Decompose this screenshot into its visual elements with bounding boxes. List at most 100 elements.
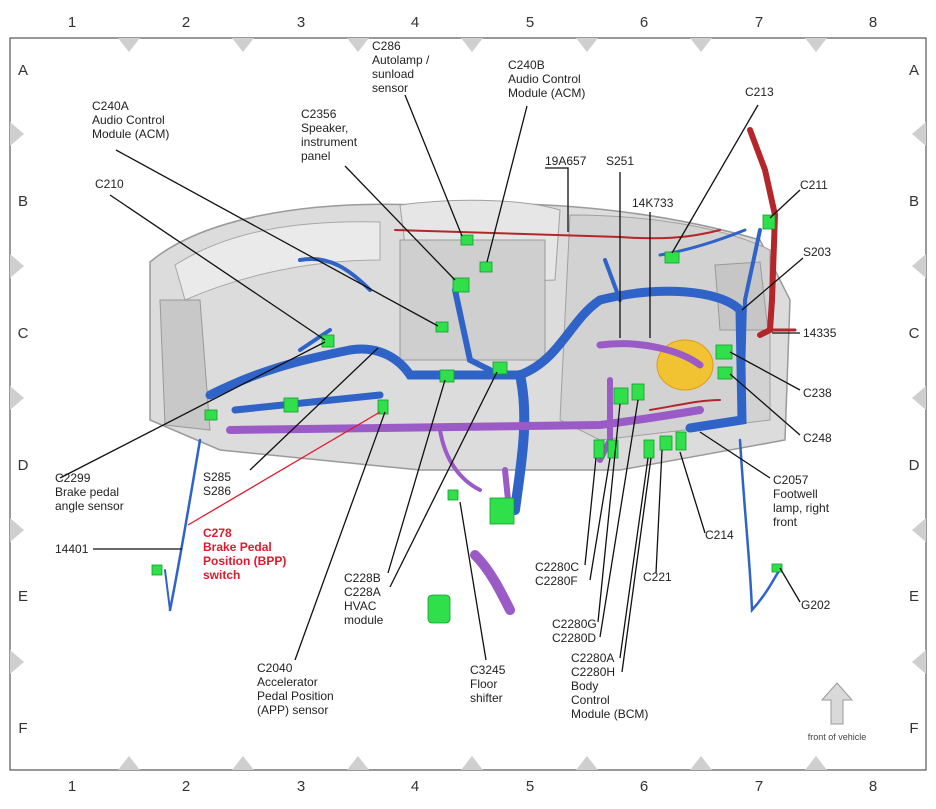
- label-c240a-2: Audio Control: [92, 113, 165, 127]
- connector-c286: [460, 234, 474, 246]
- label-c228-3: HVAC: [344, 599, 377, 613]
- grid-col-3-bottom: 3: [297, 778, 305, 795]
- label-c228-2: C228A: [344, 585, 381, 599]
- connector-c238: [715, 344, 733, 360]
- label-c228-1: C228B: [344, 571, 381, 585]
- label-14401: 14401: [55, 542, 89, 556]
- grid-col-7-bottom: 7: [755, 778, 763, 795]
- connectors: [151, 214, 783, 624]
- grid-col-6: 6: [640, 14, 648, 31]
- label-c2280g: C2280G: [552, 617, 597, 631]
- grid-col-4: 4: [411, 14, 419, 31]
- connector-c210: [321, 334, 335, 348]
- connector-c228a: [492, 361, 508, 375]
- grid-col-2-bottom: 2: [182, 778, 190, 795]
- label-c2040-3: Pedal Position: [257, 689, 334, 703]
- label-c278: C278 Brake Pedal Position (BPP) switch: [203, 526, 286, 582]
- connector-c248: [717, 366, 733, 380]
- grid-columns-bottom: 1 2 3 4 5 6 7 8: [68, 778, 877, 795]
- label-c2057-3: lamp, right: [773, 501, 830, 515]
- grid-row-e: E: [18, 588, 28, 605]
- label-c286-4: sensor: [372, 81, 408, 95]
- label-c2040-4: (APP) sensor: [257, 703, 328, 717]
- label-c278-4: switch: [203, 568, 240, 582]
- connector-g202: [771, 563, 783, 573]
- label-c210: C210: [95, 177, 124, 191]
- label-c228: C228B C228A HVAC module: [344, 571, 384, 627]
- grid-col-1: 1: [68, 14, 76, 31]
- label-s285-1: S285: [203, 470, 231, 484]
- grid-col-7: 7: [755, 14, 763, 31]
- label-bcm-1: Body: [571, 679, 598, 693]
- label-s251: S251: [606, 154, 634, 168]
- connector-c2280g: [613, 387, 629, 405]
- front-of-vehicle-indicator: front of vehicle: [808, 682, 867, 742]
- label-c221: C221: [643, 570, 672, 584]
- grid-rows-left: A B C D E F: [18, 62, 29, 737]
- grid-row-a-right: A: [909, 62, 919, 79]
- label-c2040-1: C2040: [257, 661, 293, 675]
- grid-markers: [10, 38, 926, 770]
- label-c2299-1: C2299: [55, 471, 91, 485]
- label-c278-2: Brake Pedal: [203, 540, 272, 554]
- label-c3245-3: shifter: [470, 691, 503, 705]
- label-c2356: C2356 Speaker, instrument panel: [301, 107, 358, 163]
- label-c2356-4: panel: [301, 149, 330, 163]
- grid-row-f: F: [18, 720, 27, 737]
- connector-c211: [762, 214, 776, 230]
- grid-col-4-bottom: 4: [411, 778, 419, 795]
- label-c2280c: C2280C: [535, 560, 579, 574]
- grid-row-e-right: E: [909, 588, 919, 605]
- harness-blue: [164, 228, 782, 614]
- label-c2299: C2299 Brake pedal angle sensor: [55, 471, 124, 513]
- connector-c3245: [427, 594, 451, 624]
- connector-c278: [377, 399, 389, 415]
- label-c286-3: sunload: [372, 67, 414, 81]
- grid-rows-right: A B C D E F: [909, 62, 920, 737]
- label-bcm-2: Control: [571, 693, 610, 707]
- label-c2280d: C2280D: [552, 631, 596, 645]
- label-c2356-3: instrument: [301, 135, 358, 149]
- label-c286-2: Autolamp /: [372, 53, 430, 67]
- label-c2299-2: Brake pedal: [55, 485, 119, 499]
- label-s285: S285 S286: [203, 470, 231, 498]
- label-c228-4: module: [344, 613, 384, 627]
- label-c2057: C2057 Footwell lamp, right front: [773, 473, 830, 529]
- grid-col-5-bottom: 5: [526, 778, 534, 795]
- label-s203: S203: [803, 245, 831, 259]
- grid-row-a: A: [18, 62, 28, 79]
- connector-shifter: [447, 489, 459, 501]
- label-c240b-2: Audio Control: [508, 72, 581, 86]
- label-g202: G202: [801, 598, 831, 612]
- label-c2057-4: front: [773, 515, 798, 529]
- label-c2040: C2040 Accelerator Pedal Position (APP) s…: [257, 661, 334, 717]
- connector-c2280c: [593, 439, 605, 459]
- label-c2356-2: Speaker,: [301, 121, 348, 135]
- grid-row-b: B: [18, 193, 28, 210]
- connector-c214: [675, 431, 687, 451]
- grid-col-2: 2: [182, 14, 190, 31]
- grid-columns-top: 1 2 3 4 5 6 7 8: [68, 14, 877, 31]
- connector-c2356: [452, 277, 470, 293]
- label-14335: 14335: [803, 326, 837, 340]
- label-c286-1: C286: [372, 39, 401, 53]
- front-of-vehicle-label: front of vehicle: [808, 732, 867, 742]
- grid-row-f-right: F: [909, 720, 918, 737]
- grid-col-5: 5: [526, 14, 534, 31]
- label-c213: C213: [745, 85, 774, 99]
- grid-col-8-bottom: 8: [869, 778, 877, 795]
- label-c211: C211: [800, 178, 828, 192]
- label-c214: C214: [705, 528, 734, 542]
- label-c248: C248: [803, 431, 832, 445]
- grid-row-b-right: B: [909, 193, 919, 210]
- grid-col-8: 8: [869, 14, 877, 31]
- label-c2280: C2280C C2280F C2280G C2280D C2280A C2280…: [535, 560, 648, 721]
- label-c2040-2: Accelerator: [257, 675, 318, 689]
- connector-c221: [659, 435, 673, 451]
- label-c238: C238: [803, 386, 832, 400]
- label-c2299-3: angle sensor: [55, 499, 124, 513]
- connector-c213: [664, 251, 680, 264]
- label-c2280f: C2280F: [535, 574, 578, 588]
- label-c240b-3: Module (ACM): [508, 86, 585, 100]
